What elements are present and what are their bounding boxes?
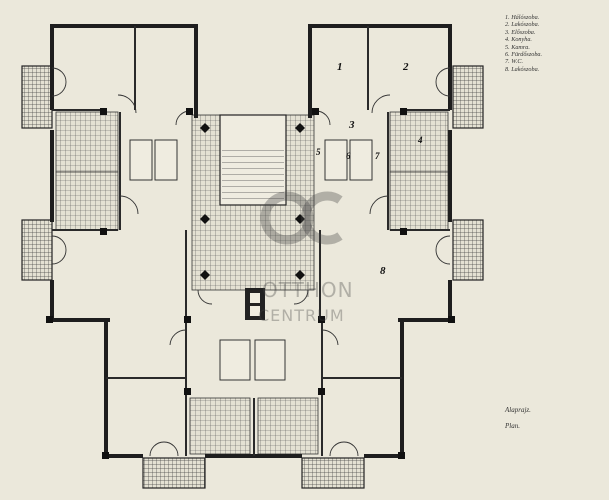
kitchen-left-bottom — [55, 171, 119, 231]
room-number-8: 8 — [380, 265, 386, 277]
balcony-bottom-left — [142, 457, 206, 489]
legend-item: 3. Előszoba. — [505, 28, 536, 36]
legend-item: 2. Lakószoba. — [505, 21, 540, 29]
watermark-logo — [260, 191, 343, 245]
watermark-line-1: OTTHON — [262, 278, 354, 302]
kitchen-bottom-left — [189, 397, 251, 455]
caption-alaprajz: Alaprajz. — [505, 406, 531, 414]
balconies — [21, 65, 484, 489]
balcony-mid-left — [21, 219, 53, 281]
watermark-line-2: CENTRUM — [258, 306, 345, 325]
balcony-bottom-right — [301, 457, 365, 489]
room-numbers: 1 2 3 4 5 6 7 8 — [316, 61, 423, 277]
staircase — [219, 114, 287, 320]
legend: 1. Hálószoba. 2. Lakószoba. 3. Előszoba.… — [505, 14, 605, 73]
legend-item: 6. Fürdőszoba. — [505, 51, 543, 59]
room-number-1: 1 — [337, 61, 343, 73]
balcony-top-left — [21, 65, 53, 129]
room-number-2: 2 — [402, 61, 409, 73]
caption-plan: Plan. — [505, 422, 520, 430]
room-number-4: 4 — [417, 135, 423, 145]
legend-item: 4. Konyha. — [505, 36, 532, 44]
room-number-6: 6 — [346, 151, 351, 161]
room-number-5: 5 — [316, 147, 321, 157]
legend-item: 5. Kamra. — [505, 43, 530, 51]
kitchen-left-top — [55, 111, 119, 173]
kitchen-right-bottom — [389, 171, 449, 231]
bathrooms — [129, 139, 373, 381]
door-swings — [51, 67, 451, 457]
kitchen-bottom-right — [257, 397, 319, 455]
room-number-7: 7 — [375, 151, 380, 161]
balcony-top-right — [452, 65, 484, 129]
columns — [46, 108, 455, 459]
legend-item: 7. W.C. — [505, 58, 523, 66]
legend-item: 8. Lakószoba. — [505, 65, 540, 73]
balcony-mid-right — [452, 219, 484, 281]
legend-item: 1. Hálószoba. — [505, 14, 540, 21]
room-number-3: 3 — [348, 119, 355, 131]
